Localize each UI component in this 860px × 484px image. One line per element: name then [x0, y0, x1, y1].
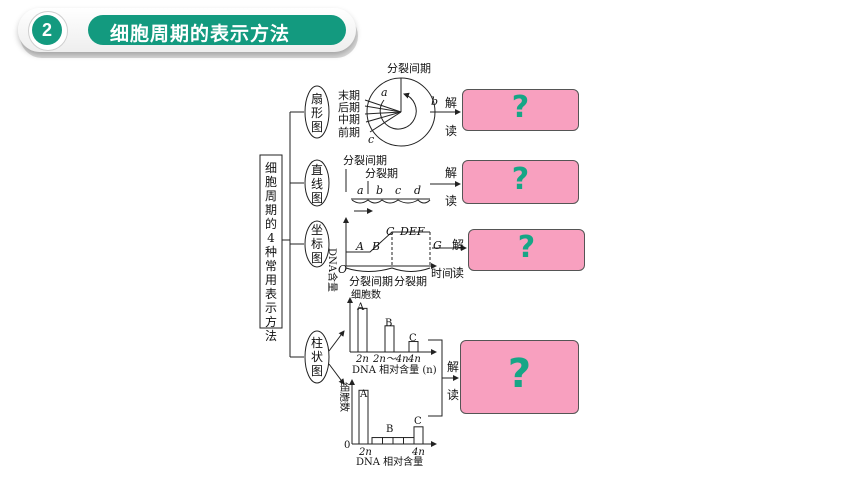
bar2-bar-A	[358, 389, 369, 445]
bar1-bar-A	[357, 307, 368, 353]
question-mark-icon: ?	[511, 162, 530, 197]
fan-phase-4: 前期	[338, 126, 360, 139]
bar2-bar-label-b: B	[386, 424, 394, 435]
header-title-pill	[88, 15, 346, 45]
bar2-bar-B-seg2	[382, 437, 394, 445]
bar2-bar-B-seg1	[371, 437, 383, 445]
bar2-ylabel: 细胞数	[338, 382, 349, 412]
explain-du: 读	[451, 266, 464, 280]
bar2-origin: 0	[344, 440, 351, 451]
coord-xlabel: 时间	[431, 267, 453, 280]
question-mark-icon: ?	[511, 90, 530, 125]
fan-phase-3: 中期	[338, 113, 360, 126]
answer-box-coord[interactable]: ?	[468, 229, 585, 271]
line-interphase: 分裂间期	[343, 154, 387, 167]
explain-3: 解读	[451, 238, 465, 280]
coord-point-g: G	[433, 239, 442, 252]
coord-interphase: 分裂间期	[349, 275, 393, 288]
section-title: 细胞周期的表示方法	[110, 23, 291, 45]
coord-point-a: A	[356, 240, 364, 253]
bar1-tick-2: 2n～4n	[373, 354, 409, 365]
explain-jie: 解	[444, 166, 457, 180]
bar2-bar-label-c: C	[414, 416, 422, 427]
bar1-bar-C	[408, 341, 419, 353]
branch-oval-bar	[304, 330, 330, 384]
coord-ylabel: DNA含量	[326, 248, 337, 292]
bar2-tick-1: 2n	[359, 447, 372, 458]
explain-jie: 解	[446, 360, 459, 374]
line-a: a	[357, 184, 364, 197]
fan-a: a	[381, 86, 388, 99]
bar2-bar-C	[413, 426, 424, 445]
line-division: 分裂期	[365, 167, 398, 180]
explain-jie: 解	[451, 238, 464, 252]
bar1-bar-B	[384, 325, 395, 353]
line-b: b	[376, 184, 384, 197]
branch-label-line: 直线图	[310, 163, 323, 205]
answer-box-line[interactable]: ?	[462, 160, 579, 204]
fan-top-label: 分裂间期	[387, 62, 431, 75]
explain-du: 读	[444, 194, 457, 208]
fan-phase-2: 后期	[338, 101, 360, 114]
explain-du: 读	[446, 388, 459, 402]
bar2-bar-B-seg3	[392, 437, 404, 445]
section-header: 2 细胞周期的表示方法	[18, 8, 358, 58]
coord-point-def: DEF	[400, 225, 425, 238]
explain-du: 读	[444, 124, 457, 138]
coord-point-b: B	[372, 240, 381, 253]
bar2-xlabel: DNA 相对含量	[356, 457, 424, 468]
bar1-bar-label-c: C	[409, 333, 417, 344]
answer-box-bar[interactable]: ?	[460, 340, 579, 414]
line-d: d	[414, 184, 422, 197]
question-mark-icon: ?	[517, 230, 536, 265]
coord-origin: O	[338, 263, 348, 276]
section-number: 2	[32, 15, 62, 45]
bar1-tick-3: 4n	[408, 354, 421, 365]
explain-jie: 解	[444, 96, 457, 110]
explain-1: 解读	[444, 96, 458, 138]
bar1-xlabel: DNA 相对含量 (n)	[352, 365, 437, 376]
fan-b: b	[431, 95, 439, 108]
branch-oval-coord	[304, 220, 330, 268]
root-box	[259, 154, 283, 329]
coord-division: 分裂期	[394, 275, 427, 288]
bar2-bar-B-seg4	[403, 437, 415, 445]
branch-label-fan: 扇形图	[310, 92, 323, 134]
branch-oval-line	[304, 159, 330, 207]
bar1-ylabel: 细胞数	[351, 290, 381, 301]
branch-label-bar: 柱状图	[310, 336, 323, 378]
bar2-tick-2: 4n	[412, 447, 425, 458]
branch-oval-fan	[304, 85, 330, 139]
coord-point-c: C	[386, 225, 395, 238]
bar1-bar-label-b: B	[385, 318, 393, 329]
question-mark-icon: ?	[507, 351, 532, 397]
bar1-bar-label-a: A	[357, 302, 365, 313]
root-label: 细胞周期的4种常用表示方法	[264, 161, 277, 343]
branch-label-coord: 坐标图	[310, 223, 323, 265]
bar2-bar-label-a: A	[360, 389, 368, 400]
explain-2: 解读	[444, 166, 458, 208]
answer-box-fan[interactable]: ?	[462, 89, 579, 131]
fan-c: c	[368, 133, 375, 146]
fan-phase-1: 末期	[338, 89, 360, 102]
line-c: c	[395, 184, 402, 197]
explain-4: 解读	[446, 360, 460, 402]
bar1-tick-1: 2n	[356, 354, 369, 365]
